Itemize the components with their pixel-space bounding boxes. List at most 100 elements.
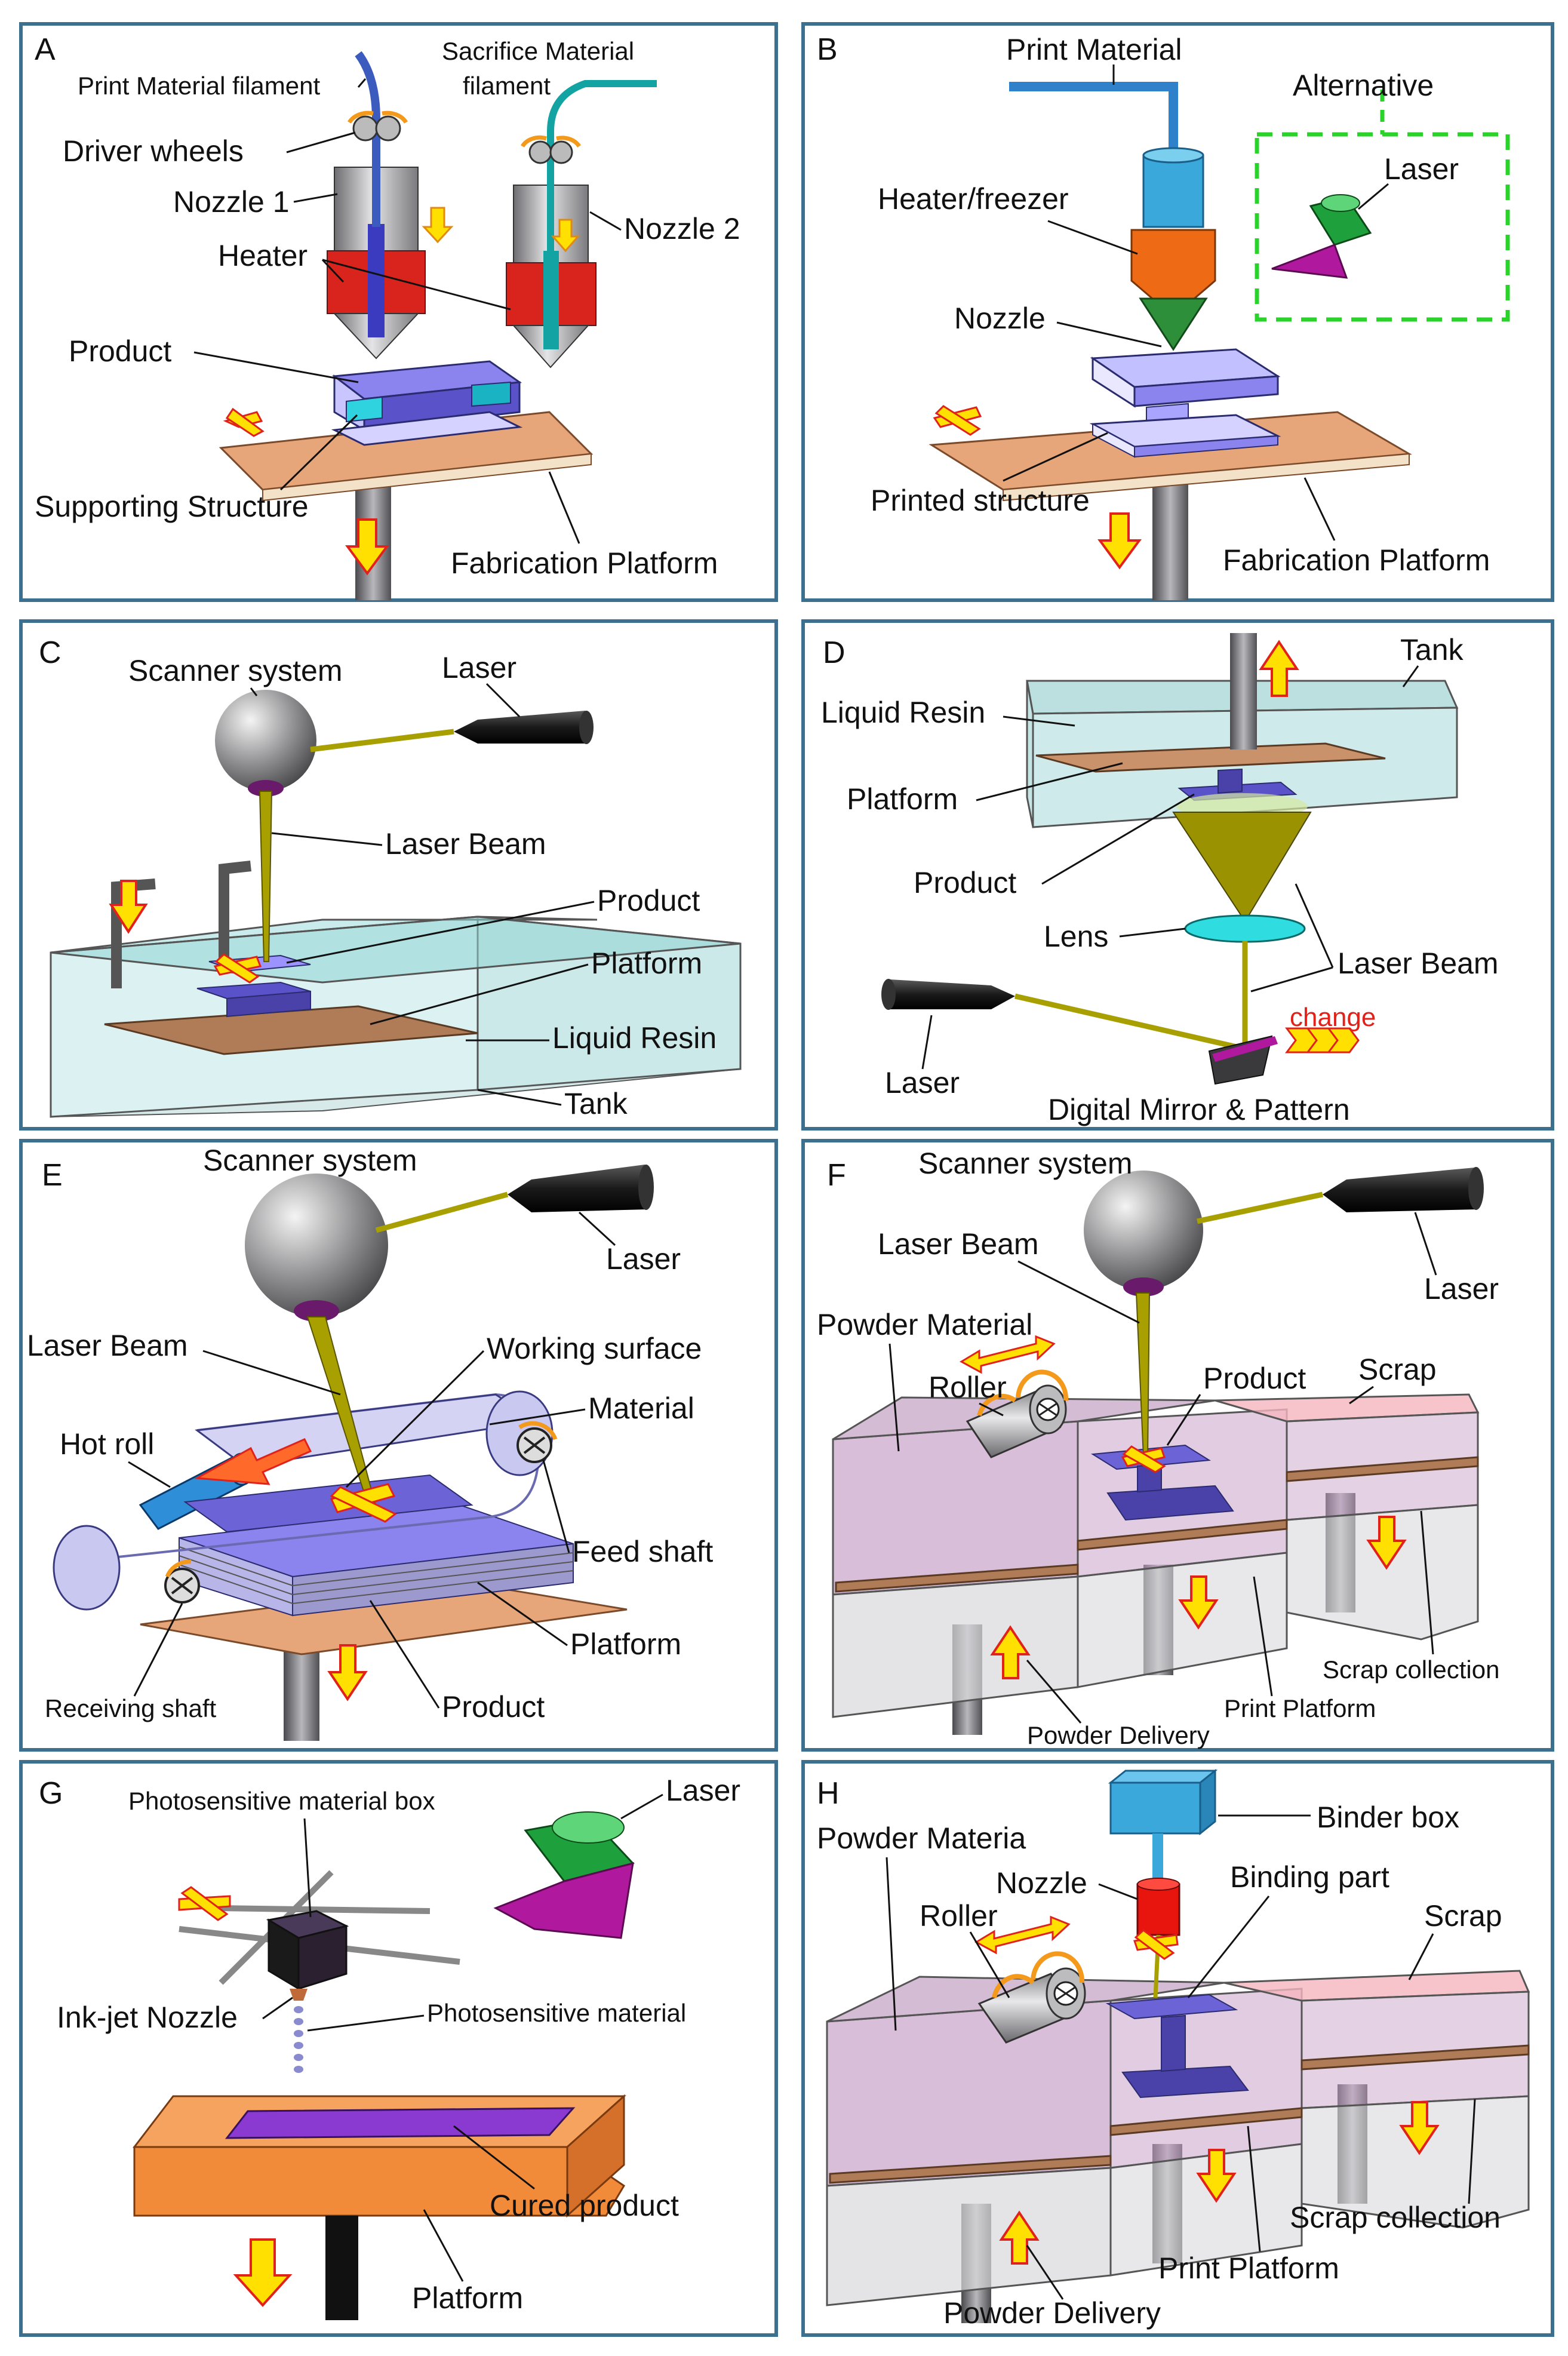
label-laser-beam-d: Laser Beam [1338,947,1499,980]
up-arrow-d [1259,640,1299,697]
label-print-platform-h: Print Platform [1158,2251,1339,2285]
panel-h-letter: H [817,1776,840,1811]
material-reservoir [1142,154,1204,228]
xy-arrows-g [178,1886,231,1921]
support-structure [346,396,383,423]
label-receiving-shaft: Receiving shaft [45,1694,216,1722]
label-liquid-resin-d: Liquid Resin [821,696,985,729]
label-scrap-h: Scrap [1424,1899,1502,1933]
label-lens-d: Lens [1044,920,1108,953]
label-platform-e: Platform [570,1627,681,1661]
label-powder-material-f: Powder Material [817,1308,1032,1341]
down-arrow-h [1196,2149,1237,2203]
label-product-c: Product [597,884,700,917]
label-product-d: Product [914,866,1016,899]
label-liquid-resin-c: Liquid Resin [552,1021,717,1055]
label-powder-delivery-h: Powder Delivery [943,2296,1161,2330]
label-print-filament: Print Material filament [78,72,320,100]
binder-nozzle [1136,1883,1180,1936]
label-product: Product [69,334,171,368]
label-change: change [1290,1003,1376,1032]
label-roller-h: Roller [920,1899,998,1933]
scanner-ball-e [245,1174,388,1317]
label-binder-box: Binder box [1317,1801,1459,1834]
panel-c: C Scanner system Laser [39,635,742,1120]
down-arrow-b [1097,512,1142,570]
panel-a: A [35,32,740,600]
laser-head-b [1271,194,1372,279]
label-laser-e: Laser [606,1242,681,1276]
label-scrap-f: Scrap [1358,1353,1437,1386]
driver-wheel [352,115,379,142]
panel-d: D change Tank Liqui [821,633,1499,1126]
binder-box [1108,1768,1218,1836]
label-driver-wheels: Driver wheels [63,134,244,168]
label-digital-mirror: Digital Mirror & Pattern [1048,1093,1350,1126]
label-working-surface: Working surface [487,1332,702,1365]
label-platform-c: Platform [591,947,702,980]
laser-device-c [454,711,594,744]
label-platform-g: Platform [412,2281,523,2315]
label-print-material: Print Material [1006,33,1182,66]
print-piston-f [1077,1519,1288,1551]
powder-piston-f [835,1564,1079,1593]
up-arrow-h [999,2210,1040,2265]
panel-e-frame [19,1139,778,1752]
label-printed-structure: Printed structure [871,484,1090,517]
scrap-piston-f [1286,1456,1479,1482]
label-scanner-e: Scanner system [203,1144,417,1177]
label-product-f: Product [1203,1362,1306,1395]
panel-e-letter: E [42,1158,63,1193]
down-arrow-c [109,880,148,934]
product-f [1106,1485,1234,1521]
label-alternative: Alternative [1293,69,1434,102]
laser-beam-c [259,791,273,962]
roller-arrow-f [959,1335,1056,1374]
label-tank-c: Tank [564,1087,628,1120]
up-arrow-f [990,1625,1031,1679]
label-cured-product: Cured product [490,2189,679,2222]
laser-device-f [1323,1167,1484,1212]
down-arrow [345,518,389,576]
panel-h: H [817,1768,1530,2330]
binder-tube [1152,1833,1163,1884]
down-arrow-e [327,1644,368,1701]
label-laser-d: Laser [885,1066,960,1099]
label-nozzle-1: Nozzle 1 [173,185,290,219]
xy-motion-arrows-b [933,405,982,436]
lead-screw-b [1152,478,1188,600]
sacrifice-filament [547,80,657,263]
receiving-shaft-roll [53,1525,121,1611]
laser-head-g [493,1811,635,1939]
panel-b: B Print Material Alter [817,32,1510,600]
label-fab-platform-b: Fabrication Platform [1223,543,1490,577]
label-product-e: Product [442,1690,545,1724]
label-print-platform-f: Print Platform [1224,1694,1376,1722]
label-sacrifice-2: filament [463,72,551,100]
xy-motion-arrows-e [330,1483,397,1523]
panel-g-frame [19,1760,778,2337]
label-laser-c: Laser [442,651,516,684]
panel-g-letter: G [39,1776,63,1811]
scrap-piston-h [1300,2044,1530,2071]
label-nozzle-b: Nozzle [954,302,1046,335]
label-roller-f: Roller [928,1371,1007,1404]
label-laser-g: Laser [666,1774,740,1807]
panel-f-letter: F [827,1158,846,1193]
label-photo-material: Photosensitive material [427,1999,686,2027]
scanner-ball-c [215,690,316,791]
label-heater: Heater [218,239,308,272]
down-arrow-f [1178,1575,1219,1630]
label-tank-d: Tank [1400,633,1464,666]
label-binding-part: Binding part [1230,1860,1389,1894]
panel-a-letter: A [35,32,56,67]
label-sacrifice-1: Sacrifice Material [442,37,634,65]
product-h [1121,2065,1249,2099]
label-material: Material [588,1392,694,1425]
panel-b-letter: B [817,32,838,67]
left-arrow-e [193,1438,312,1485]
platform-post-g [325,2216,358,2320]
label-nozzle-h: Nozzle [996,1866,1087,1900]
label-laser-beam-e: Laser Beam [27,1329,188,1362]
